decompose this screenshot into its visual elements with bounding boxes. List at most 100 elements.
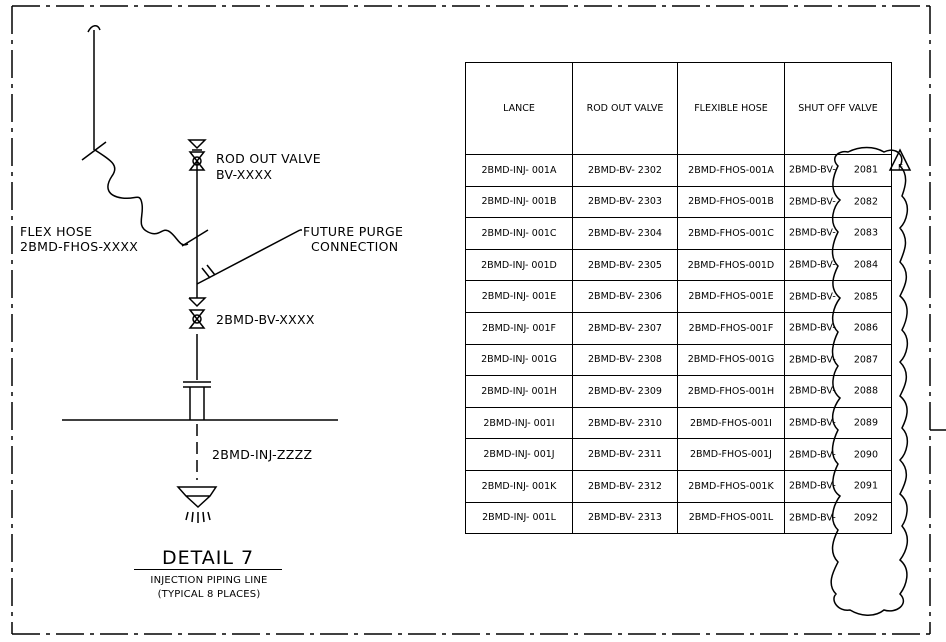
cell-lance: 2BMD-INJ- 001I — [465, 406, 573, 440]
cell-rod-out-valve: 2BMD-BV- 2311 — [572, 438, 678, 471]
cell-shut-off-valve: 2BMD-BV- 2081 — [784, 154, 892, 187]
shut-off-valve-prefix: 2BMD-BV- — [789, 480, 836, 492]
cell-flexible-hose: 2BMD-FHOS-001G — [677, 343, 785, 377]
shut-off-valve-prefix: 2BMD-BV- — [789, 385, 836, 397]
flex-hose-label-line2: 2BMD-FHOS-XXXX — [20, 239, 139, 254]
shut-off-valve-number: 2086 — [853, 322, 878, 334]
cell-lance: 2BMD-INJ- 001F — [465, 311, 573, 345]
cell-rod-out-valve: 2BMD-BV- 2305 — [572, 248, 678, 282]
cell-flexible-hose: 2BMD-FHOS-001F — [677, 311, 785, 345]
cell-rod-out-valve: 2BMD-BV- 2307 — [572, 311, 678, 345]
shut-off-valve-wheel — [192, 314, 202, 324]
detail-title: DETAIL 7 — [134, 547, 282, 570]
cell-shut-off-valve: 2BMD-BV-2090 — [784, 438, 892, 471]
shut-off-valve-number: 2089 — [853, 417, 878, 429]
cell-shut-off-valve: 2BMD-BV- 2089 — [784, 406, 892, 440]
cell-rod-out-valve: 2BMD-BV- 2308 — [572, 343, 678, 377]
cell-shut-off-valve: 2BMD-BV- 2086 — [784, 311, 892, 345]
future-purge-label-line1: FUTURE PURGE — [303, 224, 404, 239]
cell-rod-out-valve: 2BMD-BV- 2303 — [572, 185, 678, 219]
cell-flexible-hose: 2BMD-FHOS-001I — [677, 406, 785, 440]
flex-hose-tick — [181, 229, 209, 247]
rod-out-valve-wheel — [192, 156, 202, 166]
cell-shut-off-valve: 2BMD-BV- 2083 — [784, 217, 892, 250]
rod-out-valve-label-line1: ROD OUT VALVE — [216, 151, 321, 166]
shut-off-valve-number: 2085 — [853, 291, 878, 303]
cell-flexible-hose: 2BMD-FHOS-001A — [677, 154, 785, 187]
detail-subtitle-line2: (TYPICAL 8 PLACES) — [157, 589, 261, 600]
shut-off-valve-number: 2088 — [853, 385, 878, 397]
cell-flexible-hose: 2BMD-FHOS-001D — [677, 248, 785, 282]
shut-off-valve-prefix: 2BMD-BV- — [789, 512, 836, 524]
cell-flexible-hose: 2BMD-FHOS-001H — [677, 375, 785, 408]
shut-off-valve-prefix: 2BMD-BV- — [789, 322, 836, 334]
shut-off-valve-number: 2081 — [853, 164, 878, 176]
cell-rod-out-valve: 2BMD-BV- 2310 — [572, 406, 678, 440]
cell-shut-off-valve: 2BMD-BV-2084 — [784, 248, 892, 282]
cell-shut-off-valve: 2BMD-BV- 2085 — [784, 280, 892, 313]
cell-rod-out-valve: 2BMD-BV- 2309 — [572, 375, 678, 408]
cell-shut-off-valve: 2BMD-BV-2082 — [784, 185, 892, 219]
cell-lance: 2BMD-INJ- 001K — [465, 469, 573, 503]
cell-rod-out-valve: 2BMD-BV- 2304 — [572, 217, 678, 250]
shut-off-valve-number: 2087 — [853, 354, 878, 366]
future-purge-branch — [196, 229, 301, 285]
revision-triangle-icon — [888, 148, 912, 171]
flex-hose-line — [94, 149, 189, 246]
cell-shut-off-valve: 2BMD-BV- 2092 — [784, 501, 892, 535]
injector-nozzle-symbol — [176, 486, 218, 523]
shut-off-valve-prefix: 2BMD-BV- — [789, 449, 836, 461]
shut-off-valve-prefix: 2BMD-BV- — [789, 196, 836, 208]
flex-hose-label-line1: FLEX HOSE — [20, 224, 93, 239]
purge-cap-b — [206, 264, 216, 276]
cell-flexible-hose: 2BMD-FHOS-001E — [677, 280, 785, 313]
cell-lance: 2BMD-INJ- 001G — [465, 343, 573, 377]
shut-off-valve-prefix: 2BMD-BV- — [789, 291, 836, 303]
purge-cap-a — [201, 267, 211, 279]
future-purge-label-line2: CONNECTION — [311, 239, 399, 254]
flange-symbol — [183, 381, 211, 420]
shut-off-valve-prefix: 2BMD-BV- — [789, 227, 836, 239]
injector-line-label: 2BMD-INJ-ZZZZ — [212, 447, 313, 462]
shut-off-valve-number: 2084 — [853, 259, 878, 271]
shut-off-valve-prefix: 2BMD-BV- — [789, 354, 836, 366]
cell-shut-off-valve: 2BMD-BV-2091 — [784, 469, 892, 503]
cell-flexible-hose: 2BMD-FHOS-001K — [677, 469, 785, 503]
cell-lance: 2BMD-INJ- 001L — [465, 501, 573, 535]
shut-off-valve-number: 2092 — [853, 512, 878, 524]
pipe-break-symbol — [87, 25, 101, 33]
shut-off-valve-prefix: 2BMD-BV- — [789, 417, 836, 429]
cell-rod-out-valve: 2BMD-BV- 2302 — [572, 154, 678, 187]
cell-lance: 2BMD-INJ- 001E — [465, 280, 573, 313]
shut-off-valve-number: 2083 — [853, 227, 878, 239]
shut-off-valve-prefix: 2BMD-BV- — [789, 164, 836, 176]
cell-lance: 2BMD-INJ- 001B — [465, 185, 573, 219]
cell-flexible-hose: 2BMD-FHOS-001L — [677, 501, 785, 535]
cell-flexible-hose: 2BMD-FHOS-001B — [677, 185, 785, 219]
cell-lance: 2BMD-INJ- 001D — [465, 248, 573, 282]
cell-rod-out-valve: 2BMD-BV- 2313 — [572, 501, 678, 535]
header-flexible-hose: FLEXIBLE HOSE — [677, 62, 785, 155]
detail-subtitle-line1: INJECTION PIPING LINE — [150, 575, 268, 586]
cell-lance: 2BMD-INJ- 001J — [465, 438, 573, 471]
cell-shut-off-valve: 2BMD-BV- 2087 — [784, 343, 892, 377]
header-lance: LANCE — [465, 62, 573, 155]
cell-flexible-hose: 2BMD-FHOS-001J — [677, 438, 785, 471]
cell-flexible-hose: 2BMD-FHOS-001C — [677, 217, 785, 250]
header-rod-out-valve: ROD OUT VALVE — [572, 62, 678, 155]
cell-lance: 2BMD-INJ- 001A — [465, 154, 573, 187]
table-header-row: LANCE ROD OUT VALVE FLEXIBLE HOSE SHUT O… — [465, 62, 892, 155]
